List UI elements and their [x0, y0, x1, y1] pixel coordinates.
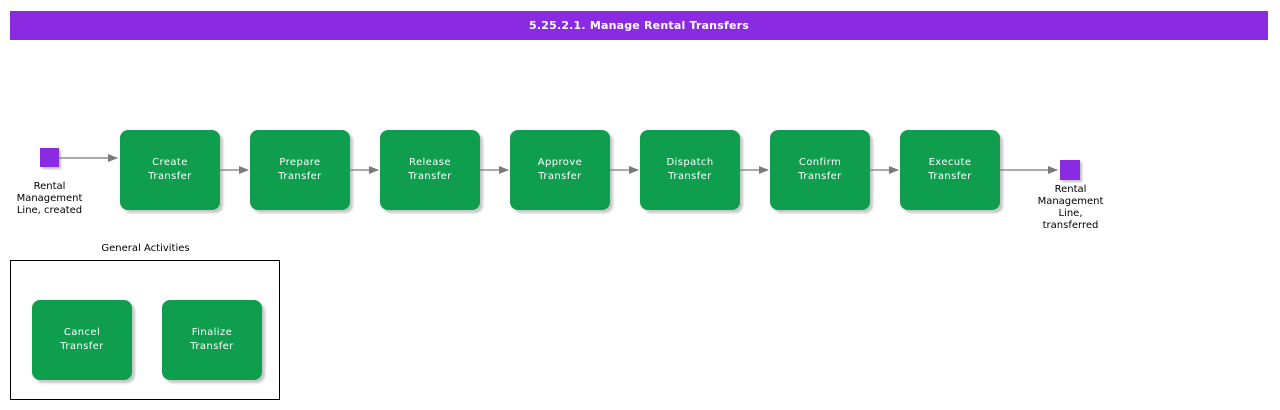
step-label: Confirm Transfer	[798, 157, 842, 182]
step-execute-transfer[interactable]: Execute Transfer	[900, 130, 1000, 210]
step-label: Dispatch Transfer	[666, 157, 714, 182]
title-bar: 5.25.2.1. Manage Rental Transfers	[10, 11, 1268, 40]
end-event-node[interactable]	[1060, 160, 1080, 180]
page-title: 5.25.2.1. Manage Rental Transfers	[529, 19, 749, 32]
step-label: Finalize Transfer	[190, 327, 234, 352]
step-prepare-transfer[interactable]: Prepare Transfer	[250, 130, 350, 210]
step-label: Release Transfer	[408, 157, 452, 182]
step-confirm-transfer[interactable]: Confirm Transfer	[770, 130, 870, 210]
step-dispatch-transfer[interactable]: Dispatch Transfer	[640, 130, 740, 210]
step-label: Approve Transfer	[537, 157, 583, 182]
start-event-label: Rental Management Line, created	[16, 181, 83, 216]
step-create-transfer[interactable]: Create Transfer	[120, 130, 220, 210]
step-cancel-transfer[interactable]: Cancel Transfer	[32, 300, 132, 380]
step-approve-transfer[interactable]: Approve Transfer	[510, 130, 610, 210]
step-label: Prepare Transfer	[278, 157, 322, 182]
step-finalize-transfer[interactable]: Finalize Transfer	[162, 300, 262, 380]
step-release-transfer[interactable]: Release Transfer	[380, 130, 480, 210]
step-label: Cancel Transfer	[60, 327, 104, 352]
general-activities-title: General Activities	[101, 243, 190, 254]
end-event-label: Rental Management Line, transferred	[1037, 184, 1104, 231]
step-label: Execute Transfer	[928, 157, 972, 182]
start-event-node[interactable]	[40, 148, 59, 167]
general-activities-container: Cancel Transfer Finalize Transfer	[10, 260, 280, 400]
step-label: Create Transfer	[148, 157, 192, 182]
